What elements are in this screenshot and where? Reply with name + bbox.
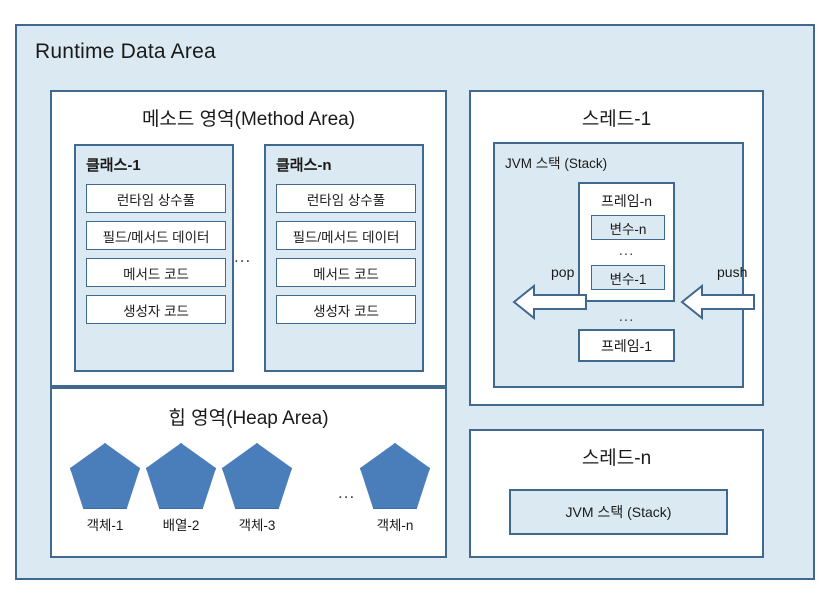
- class-item-field-method-data: 필드/메서드 데이터: [86, 221, 226, 250]
- thread-n-jvm-stack: JVM 스택 (Stack): [509, 489, 728, 535]
- frame-n-box: 프레임-n 변수-n ... 변수-1: [578, 182, 675, 302]
- class-item-constructor-code: 생성자 코드: [276, 295, 416, 324]
- heap-object-2-label: 배열-2: [162, 518, 200, 533]
- thread-1-jvm-stack: JVM 스택 (Stack) 프레임-n 변수-n ... 변수-1 ... 프…: [493, 142, 744, 388]
- method-area-panel: 메소드 영역(Method Area) 클래스-1 런타임 상수풀 필드/메서드…: [50, 90, 447, 387]
- page-title: Runtime Data Area: [35, 40, 216, 63]
- variable-1-box: 변수-1: [591, 265, 665, 290]
- push-label: push: [717, 264, 748, 280]
- class-item-runtime-constant-pool: 런타임 상수풀: [276, 184, 416, 213]
- push-arrow-icon: [680, 283, 756, 326]
- thread-n-panel: 스레드-n JVM 스택 (Stack): [469, 429, 764, 558]
- class-item-method-code: 메서드 코드: [86, 258, 226, 287]
- class-item-constructor-code: 생성자 코드: [86, 295, 226, 324]
- heap-object-3-label: 객체-3: [238, 518, 276, 533]
- class-item-runtime-constant-pool: 런타임 상수풀: [86, 184, 226, 213]
- heap-object-1: 객체-1: [70, 443, 140, 534]
- heap-object-n-label: 객체-n: [376, 518, 414, 533]
- heap-object-n: 객체-n: [360, 443, 430, 534]
- class-item-field-method-data: 필드/메서드 데이터: [276, 221, 416, 250]
- heap-object-2: 배열-2: [146, 443, 216, 534]
- thread-1-panel: 스레드-1 JVM 스택 (Stack) 프레임-n 변수-n ... 변수-1…: [469, 90, 764, 406]
- class-box-n-title: 클래스-n: [276, 157, 332, 174]
- frame-1-box: 프레임-1: [578, 329, 675, 362]
- frame-n-variable-ellipsis: ...: [618, 242, 635, 259]
- heap-separator-ellipsis: ...: [338, 483, 356, 502]
- pop-arrow-icon: [512, 283, 588, 326]
- method-area-title: 메소드 영역(Method Area): [141, 109, 356, 130]
- thread-n-title: 스레드-n: [581, 448, 652, 469]
- class-box-n-items: 런타임 상수풀 필드/메서드 데이터 메서드 코드 생성자 코드: [276, 184, 416, 324]
- pentagon-icon: [146, 443, 216, 509]
- pentagon-icon: [222, 443, 292, 509]
- class-box-1-title: 클래스-1: [86, 157, 141, 174]
- class-box-1-items: 런타임 상수풀 필드/메서드 데이터 메서드 코드 생성자 코드: [86, 184, 226, 324]
- pop-label: pop: [551, 264, 575, 280]
- runtime-data-area-panel: Runtime Data Area 메소드 영역(Method Area) 클래…: [15, 24, 815, 580]
- thread-1-title: 스레드-1: [581, 109, 652, 130]
- variable-n-box: 변수-n: [591, 215, 665, 240]
- thread-1-jvm-stack-label: JVM 스택 (Stack): [505, 156, 608, 171]
- class-box-n: 클래스-n 런타임 상수풀 필드/메서드 데이터 메서드 코드 생성자 코드: [264, 144, 424, 372]
- pentagon-icon: [360, 443, 430, 509]
- heap-object-1-label: 객체-1: [86, 518, 124, 533]
- class-separator-ellipsis: ...: [234, 247, 252, 266]
- stack-frame-ellipsis: ...: [618, 308, 635, 325]
- heap-area-title: 힙 영역(Heap Area): [168, 408, 329, 429]
- class-box-1: 클래스-1 런타임 상수풀 필드/메서드 데이터 메서드 코드 생성자 코드: [74, 144, 234, 372]
- heap-objects-group: 객체-1 배열-2 객체-3 ... 객체-n: [70, 443, 430, 543]
- class-item-method-code: 메서드 코드: [276, 258, 416, 287]
- pentagon-icon: [70, 443, 140, 509]
- frame-n-title: 프레임-n: [600, 193, 653, 209]
- heap-object-3: 객체-3: [222, 443, 292, 534]
- heap-area-panel: 힙 영역(Heap Area) 객체-1 배열-2 객체-3 ... 객체: [50, 387, 447, 558]
